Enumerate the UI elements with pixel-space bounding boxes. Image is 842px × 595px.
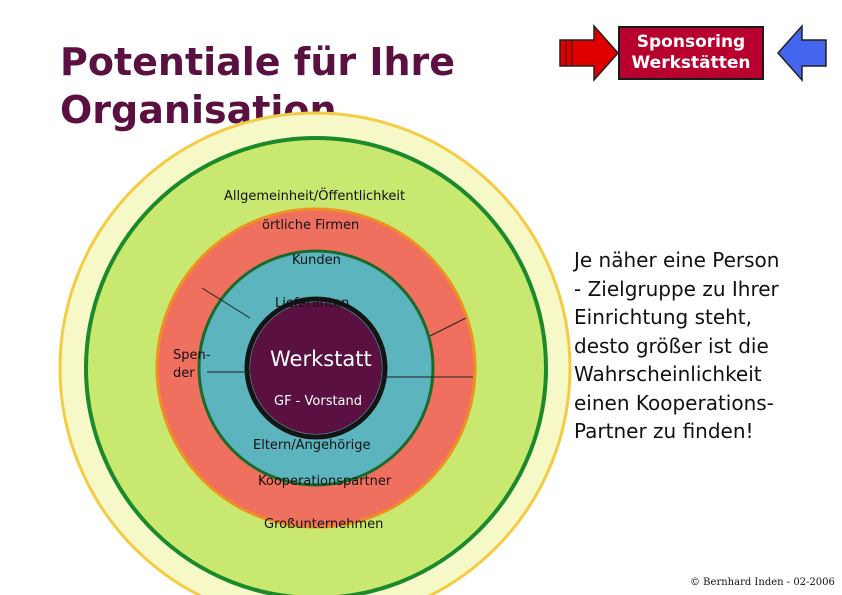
statement-line-4: desto größer ist die xyxy=(574,333,769,358)
label-spender-2: der xyxy=(173,366,195,381)
label-spender-1: Spen- xyxy=(173,348,211,363)
statement-line-6: einen Kooperations- xyxy=(574,390,774,415)
statement-line-7: Partner zu finden! xyxy=(574,419,754,443)
copyright-footer: © Bernhard Inden - 02-2006 xyxy=(690,577,835,588)
title-line-1: Potentiale für Ihre xyxy=(60,40,456,84)
divider-right-top xyxy=(429,317,467,337)
divider-spender-top xyxy=(201,287,251,319)
statement-line-1: Je näher eine Person xyxy=(574,248,780,272)
ring-gf xyxy=(244,296,388,440)
arrow-right-icon[interactable] xyxy=(556,24,620,82)
label-eltern: Eltern/Angehörige xyxy=(253,438,370,453)
statement-line-2: - Zielgruppe zu Ihrer xyxy=(574,276,779,301)
label-gross: Großunternehmen xyxy=(264,517,383,532)
statement-line-3: Einrichtung steht, xyxy=(574,305,753,329)
sponsor-line-2: Werkstätten xyxy=(631,53,751,73)
label-lieferanten: Lieferanten xyxy=(275,296,349,311)
label-kooperation: Kooperationspartner xyxy=(258,474,392,489)
statement-text: Je näher eine Person - Zielgruppe zu Ihr… xyxy=(574,246,814,446)
arrow-left-icon[interactable] xyxy=(776,24,828,82)
label-firmen: örtliche Firmen xyxy=(262,218,359,233)
sponsoring-werkstaetten-box[interactable]: Sponsoring Werkstätten xyxy=(618,26,764,80)
page-title: Potentiale für Ihre Organisation xyxy=(60,38,480,134)
label-allgemeinheit: Allgemeinheit/Öffentlichkeit xyxy=(224,187,405,204)
statement-line-5: Wahrscheinlichkeit xyxy=(574,362,762,386)
core-werkstatt xyxy=(250,302,382,434)
label-gf: GF - Vorstand xyxy=(274,394,362,409)
sponsor-line-1: Sponsoring xyxy=(636,32,746,52)
label-kunden: Kunden xyxy=(292,253,341,268)
label-werkstatt: Werkstatt xyxy=(270,347,372,371)
